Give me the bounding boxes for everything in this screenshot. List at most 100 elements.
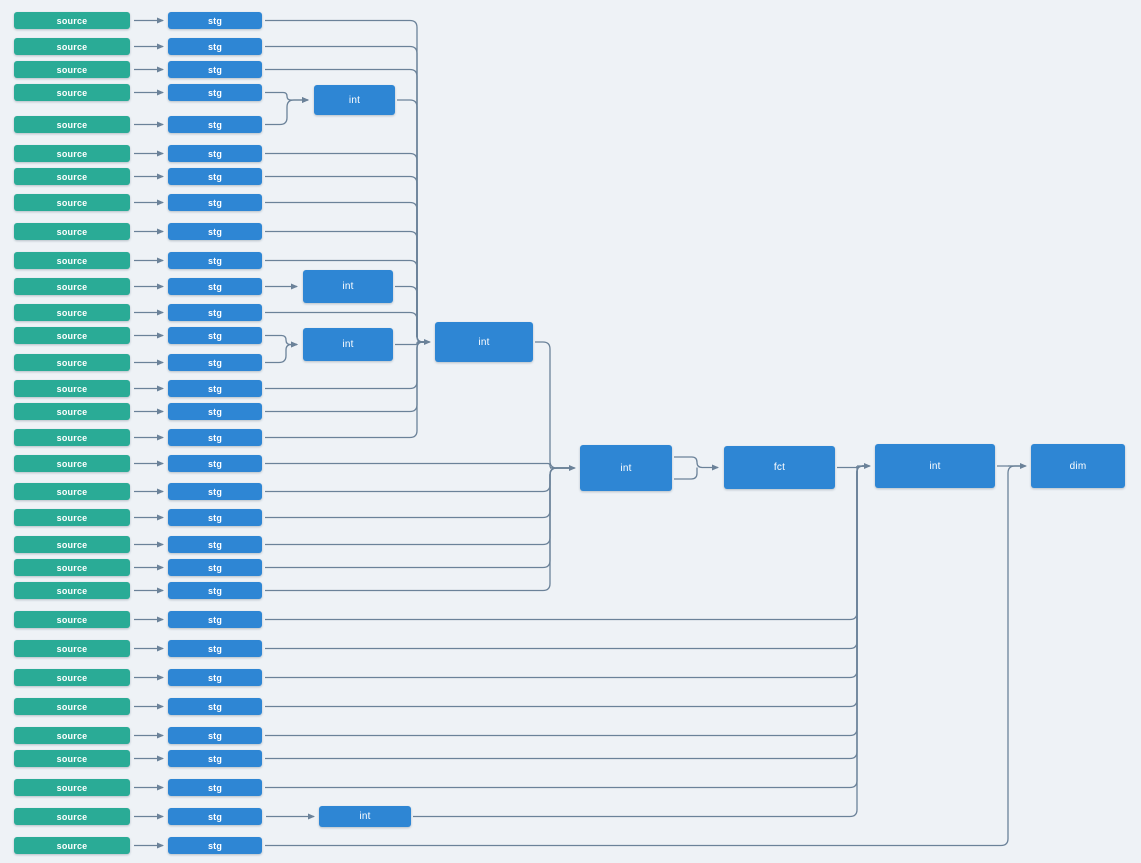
node-label: stg (207, 730, 223, 741)
node-int-intE[interactable]: int (580, 445, 672, 491)
node-source-src27[interactable]: source (14, 698, 130, 715)
node-int-intA[interactable]: int (314, 85, 395, 115)
node-source-src21[interactable]: source (14, 536, 130, 553)
node-stg-stg24[interactable]: stg (168, 611, 262, 628)
node-int-intD[interactable]: int (435, 322, 533, 362)
node-stg-stg15[interactable]: stg (168, 380, 262, 397)
edge (265, 175, 429, 343)
node-stg-stg20[interactable]: stg (168, 509, 262, 526)
node-stg-stg31[interactable]: stg (168, 808, 262, 825)
node-label: source (56, 330, 88, 341)
node-label: int (342, 339, 354, 350)
node-stg-stg14[interactable]: stg (168, 354, 262, 371)
node-label: source (56, 432, 88, 443)
node-fct-fctA[interactable]: fct (724, 446, 835, 489)
node-dim-dimA[interactable]: dim (1031, 444, 1125, 488)
node-source-src25[interactable]: source (14, 640, 130, 657)
node-source-src18[interactable]: source (14, 455, 130, 472)
node-int-intG[interactable]: int (319, 806, 411, 827)
node-label: int (929, 460, 941, 472)
node-source-src11[interactable]: source (14, 278, 130, 295)
node-label: source (56, 753, 88, 764)
node-stg-stg13[interactable]: stg (168, 327, 262, 344)
node-source-src7[interactable]: source (14, 168, 130, 185)
node-source-src24[interactable]: source (14, 611, 130, 628)
node-stg-stg7[interactable]: stg (168, 168, 262, 185)
node-stg-stg6[interactable]: stg (168, 145, 262, 162)
node-int-intB[interactable]: int (303, 270, 393, 303)
node-stg-stg30[interactable]: stg (168, 779, 262, 796)
node-source-src22[interactable]: source (14, 559, 130, 576)
node-source-src2[interactable]: source (14, 38, 130, 55)
node-stg-stg32[interactable]: stg (168, 837, 262, 854)
node-stg-stg18[interactable]: stg (168, 455, 262, 472)
node-stg-stg19[interactable]: stg (168, 483, 262, 500)
node-source-src3[interactable]: source (14, 61, 130, 78)
node-stg-stg28[interactable]: stg (168, 727, 262, 744)
node-stg-stg29[interactable]: stg (168, 750, 262, 767)
node-stg-stg25[interactable]: stg (168, 640, 262, 657)
node-label: stg (207, 15, 223, 26)
node-stg-stg26[interactable]: stg (168, 669, 262, 686)
node-stg-stg2[interactable]: stg (168, 38, 262, 55)
node-label: stg (207, 701, 223, 712)
node-label: stg (207, 148, 223, 159)
node-stg-stg17[interactable]: stg (168, 429, 262, 446)
node-source-src23[interactable]: source (14, 582, 130, 599)
edge (265, 341, 298, 364)
node-source-src19[interactable]: source (14, 483, 130, 500)
node-source-src15[interactable]: source (14, 380, 130, 397)
node-stg-stg8[interactable]: stg (168, 194, 262, 211)
node-source-src14[interactable]: source (14, 354, 130, 371)
node-source-src5[interactable]: source (14, 116, 130, 133)
node-source-src10[interactable]: source (14, 252, 130, 269)
node-stg-stg1[interactable]: stg (168, 12, 262, 29)
node-source-src31[interactable]: source (14, 808, 130, 825)
node-stg-stg10[interactable]: stg (168, 252, 262, 269)
node-label: source (56, 643, 88, 654)
edge (397, 99, 429, 343)
node-source-src1[interactable]: source (14, 12, 130, 29)
node-source-src20[interactable]: source (14, 509, 130, 526)
node-stg-stg16[interactable]: stg (168, 403, 262, 420)
node-label: source (56, 539, 88, 550)
node-source-src29[interactable]: source (14, 750, 130, 767)
node-source-src12[interactable]: source (14, 304, 130, 321)
node-label: stg (207, 585, 223, 596)
node-source-src13[interactable]: source (14, 327, 130, 344)
node-label: stg (207, 512, 223, 523)
node-stg-stg21[interactable]: stg (168, 536, 262, 553)
node-stg-stg3[interactable]: stg (168, 61, 262, 78)
node-source-src9[interactable]: source (14, 223, 130, 240)
node-int-intC[interactable]: int (303, 328, 393, 361)
node-stg-stg5[interactable]: stg (168, 116, 262, 133)
edge (265, 334, 298, 348)
node-stg-stg4[interactable]: stg (168, 84, 262, 101)
node-source-src6[interactable]: source (14, 145, 130, 162)
node-source-src26[interactable]: source (14, 669, 130, 686)
edge (265, 467, 574, 546)
node-label: stg (207, 87, 223, 98)
node-stg-stg22[interactable]: stg (168, 559, 262, 576)
node-label: int (342, 281, 354, 292)
node-source-src17[interactable]: source (14, 429, 130, 446)
node-label: source (56, 41, 88, 52)
node-int-intF[interactable]: int (875, 444, 995, 488)
node-label: int (348, 94, 361, 106)
node-source-src4[interactable]: source (14, 84, 130, 101)
edge (265, 467, 574, 569)
node-source-src16[interactable]: source (14, 403, 130, 420)
node-label: source (56, 840, 88, 851)
node-label: source (56, 148, 88, 159)
node-stg-stg11[interactable]: stg (168, 278, 262, 295)
node-source-src30[interactable]: source (14, 779, 130, 796)
edge (395, 285, 429, 343)
node-stg-stg27[interactable]: stg (168, 698, 262, 715)
node-stg-stg9[interactable]: stg (168, 223, 262, 240)
node-stg-stg12[interactable]: stg (168, 304, 262, 321)
node-source-src8[interactable]: source (14, 194, 130, 211)
node-source-src28[interactable]: source (14, 727, 130, 744)
edge (265, 465, 869, 737)
node-source-src32[interactable]: source (14, 837, 130, 854)
node-stg-stg23[interactable]: stg (168, 582, 262, 599)
